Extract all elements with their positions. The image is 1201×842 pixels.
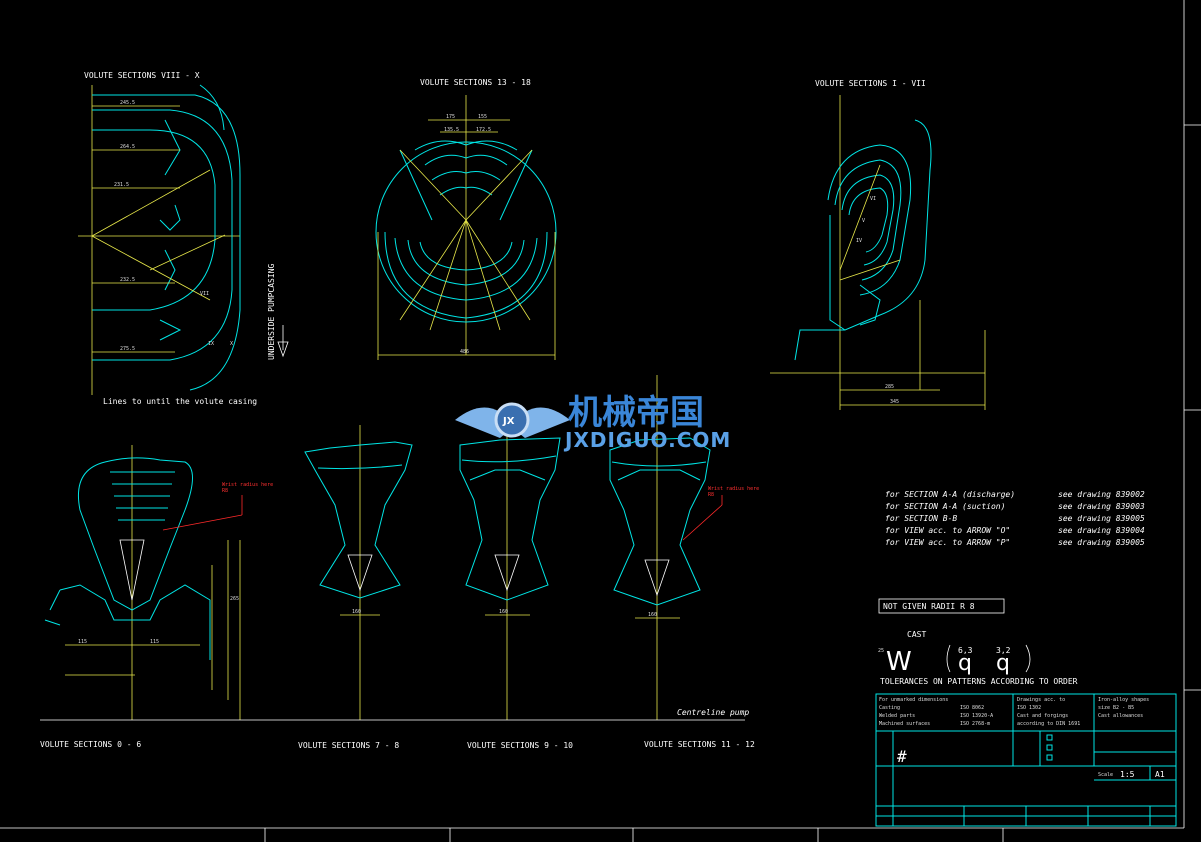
title-viii-x: VOLUTE SECTIONS VIII - X xyxy=(84,71,200,80)
dim-viii-3: 232.5 xyxy=(120,277,135,283)
tb-r4-1: ISO 2768-m xyxy=(960,721,990,727)
tb-r1-0: For unmarked dimensions xyxy=(879,697,948,703)
note-tolerances: TOLERANCES ON PATTERNS ACCORDING TO ORDE… xyxy=(880,677,1078,686)
tb-r1-1: Drawings acc. to xyxy=(1017,697,1065,703)
ref-label-1: for SECTION A-A (suction) xyxy=(885,502,1005,511)
drawing-viii-x: VOLUTE SECTIONS VIII - X 245.5 264.5 231… xyxy=(78,71,289,406)
note-not-given-radii: NOT GIVEN RADII R 8 xyxy=(883,602,975,611)
tb-r2-0: Casting xyxy=(879,705,900,711)
dim-11-0: 160 xyxy=(648,612,657,618)
ref-drawing-1: see drawing 839003 xyxy=(1058,502,1145,511)
roman-label-ix: IX xyxy=(208,341,214,347)
roughness-q-a: q xyxy=(958,651,972,676)
ref-label-0: for SECTION A-A (discharge) xyxy=(885,490,1015,499)
roughness-block: CAST 25 W 6,3 3,2 q q TOLERANCES ON PATT… xyxy=(878,630,1078,686)
logo-sub-text: JXDIGUO.COM xyxy=(563,428,731,452)
note-cast: CAST xyxy=(907,630,926,639)
dim-13-bottom: 486 xyxy=(460,349,469,355)
logo-watermark: JX 机械帝国 JXDIGUO.COM xyxy=(455,393,731,452)
tb-r4-2: according to DIN 1691 xyxy=(1017,721,1080,727)
roman-label-x: X xyxy=(230,341,233,347)
roughness-q1: 6,3 xyxy=(958,646,973,655)
ref-drawing-3: see drawing 839004 xyxy=(1058,526,1145,535)
tb-r3-2: Cast and forgings xyxy=(1017,713,1068,719)
dim-i-1: 345 xyxy=(890,399,899,405)
roman-label-v: V xyxy=(862,218,865,224)
dim-0-0: 115 xyxy=(78,639,87,645)
radii-box xyxy=(878,598,1005,614)
dim-7-0: 160 xyxy=(352,609,361,615)
dim-viii-2: 231.5 xyxy=(114,182,129,188)
title-i-vii: VOLUTE SECTIONS I - VII xyxy=(815,79,926,88)
roughness-parens xyxy=(946,644,1031,673)
dim-viii-4: 275.5 xyxy=(120,346,135,352)
dim-13-1: 155 xyxy=(478,114,487,120)
note-underside: UNDERSIDE PUMPCASING xyxy=(267,263,276,360)
reference-list: for SECTION A-A (discharge) see drawing … xyxy=(885,490,1145,547)
roughness-w-value: 25 xyxy=(878,648,884,654)
dim-viii-0: 245.5 xyxy=(120,100,135,106)
ref-label-4: for VIEW acc. to ARROW "P" xyxy=(885,538,1010,547)
dim-13-3: 172.5 xyxy=(476,127,491,133)
roughness-q2: 3,2 xyxy=(996,646,1011,655)
dim-0-2: 265 xyxy=(230,596,239,602)
frame-ticks xyxy=(264,124,1201,842)
tb-size: A1 xyxy=(1155,770,1165,779)
arrow-down-icon xyxy=(277,325,289,358)
tb-r3-1: ISO 13920-A xyxy=(960,713,993,719)
title-7-8: VOLUTE SECTIONS 7 - 8 xyxy=(298,741,399,750)
dim-9-0: 160 xyxy=(499,609,508,615)
roman-label-vi: VI xyxy=(870,196,876,202)
dim-0-1: 115 xyxy=(150,639,159,645)
drawing-7-8: 160 VOLUTE SECTIONS 7 - 8 xyxy=(298,425,413,750)
tb-r4-0: Machined surfaces xyxy=(879,721,930,727)
title-9-10: VOLUTE SECTIONS 9 - 10 xyxy=(467,741,573,750)
ref-drawing-2: see drawing 839005 xyxy=(1058,514,1145,523)
roughness-q-b: q xyxy=(996,651,1010,676)
tb-r2-1: ISO 8062 xyxy=(960,705,984,711)
tb-scale: 1:5 xyxy=(1120,770,1135,779)
title-11-12: VOLUTE SECTIONS 11 - 12 xyxy=(644,740,755,749)
note-centreline: Centreline pump xyxy=(677,708,749,717)
title-0-6: VOLUTE SECTIONS 0 - 6 xyxy=(40,740,141,749)
tb-r1-2: Iron-alloy shapes xyxy=(1098,697,1149,703)
tb-r2-2: ISO 1302 xyxy=(1017,705,1041,711)
logo-badge: JX xyxy=(502,416,515,427)
ref-label-2: for SECTION B-B xyxy=(885,514,957,523)
drawing-9-10: 160 VOLUTE SECTIONS 9 - 10 xyxy=(459,420,573,750)
tb-hash-icon: # xyxy=(897,747,907,766)
tb-r3-0: Welded parts xyxy=(879,713,915,719)
roman-label-iv: IV xyxy=(856,238,862,244)
gear-icon xyxy=(494,402,530,438)
ref-drawing-4: see drawing 839005 xyxy=(1058,538,1145,547)
note-lines-to: Lines to until the volute casing xyxy=(103,397,257,406)
dim-viii-1: 264.5 xyxy=(120,144,135,150)
tb-r2-3: size B2 - B5 xyxy=(1098,705,1134,711)
dim-i-0: 285 xyxy=(885,384,894,390)
ref-label-3: for VIEW acc. to ARROW "O" xyxy=(885,526,1010,535)
tb-item: Scale xyxy=(1098,772,1113,778)
roman-label-vii: VII xyxy=(200,291,209,297)
dim-13-0: 175 xyxy=(446,114,455,120)
ref-drawing-0: see drawing 839002 xyxy=(1058,490,1145,499)
dim-13-2: 135.5 xyxy=(444,127,459,133)
tb-r3-3: Cast allowances xyxy=(1098,713,1143,719)
drawing-i-vii: VOLUTE SECTIONS I - VII 285 345 VI V IV xyxy=(770,79,986,410)
title-block: For unmarked dimensions Drawings acc. to… xyxy=(875,693,1177,827)
roughness-w-symbol: W xyxy=(886,647,912,677)
logo-main-text: 机械帝国 xyxy=(568,393,704,433)
title-13-18: VOLUTE SECTIONS 13 - 18 xyxy=(420,78,531,87)
drawing-13-18: VOLUTE SECTIONS 13 - 18 175 155 135.5 17… xyxy=(375,78,557,360)
